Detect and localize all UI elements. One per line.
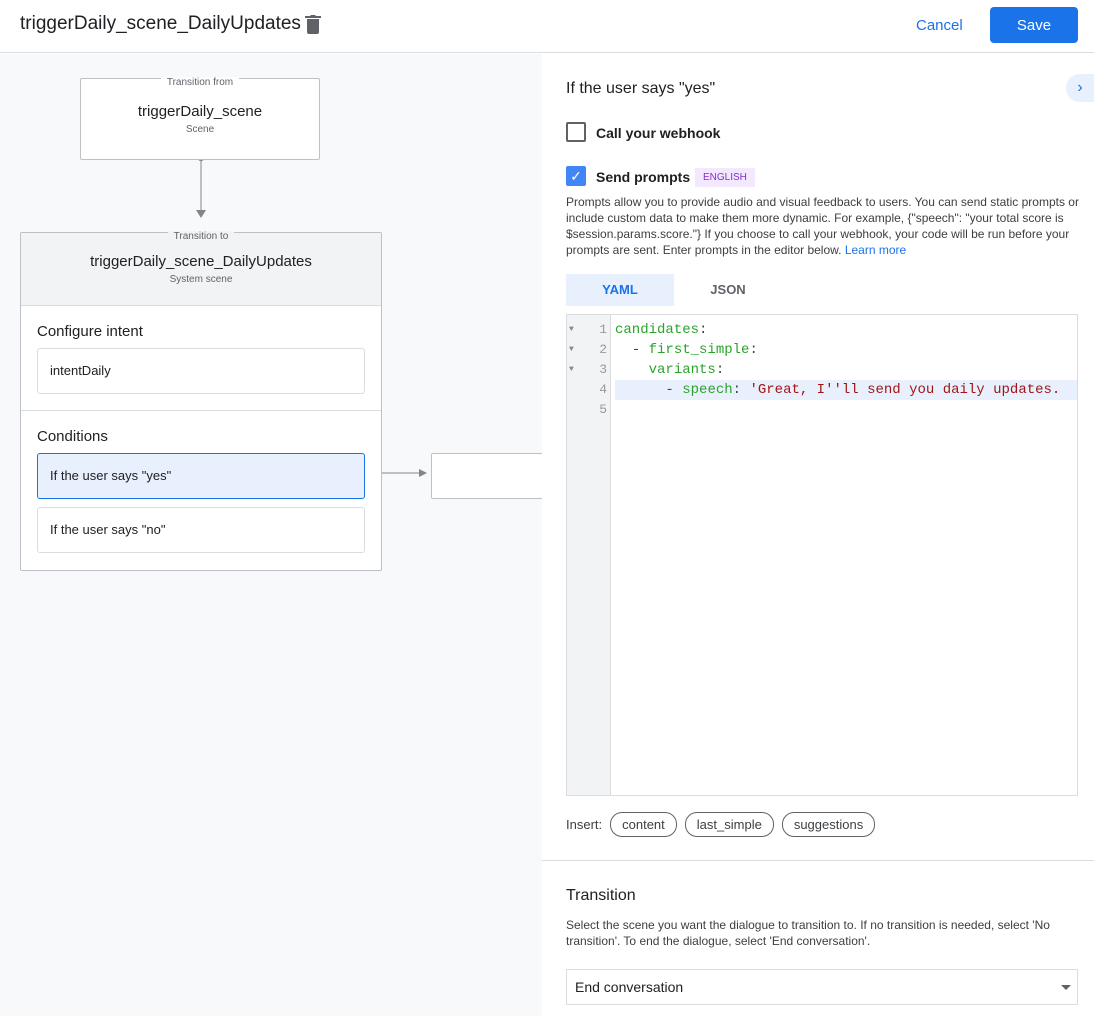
check-icon: ✓	[570, 168, 582, 184]
line-number: 2	[599, 342, 607, 357]
condition-panel: › If the user says "yes" Call your webho…	[542, 54, 1094, 1016]
prompts-description: Prompts allow you to provide audio and v…	[566, 194, 1081, 258]
condition-item-yes[interactable]: If the user says "yes"	[37, 453, 365, 499]
chevron-right-icon[interactable]: ›	[1066, 74, 1094, 102]
code-text: candidates:	[615, 322, 708, 338]
line-number: 3	[599, 362, 607, 377]
scene-title: triggerDaily_scene_DailyUpdates	[20, 13, 301, 34]
target-node[interactable]	[431, 453, 542, 499]
format-tabs: YAML JSON	[566, 274, 782, 306]
panel-heading: If the user says "yes"	[566, 80, 716, 97]
transition-heading: Transition	[566, 887, 636, 904]
insert-label: Insert:	[566, 817, 603, 832]
trash-icon[interactable]	[304, 14, 322, 34]
learn-more-link[interactable]: Learn more	[844, 243, 907, 257]
divider	[542, 860, 1094, 861]
intent-item[interactable]: intentDaily	[37, 348, 365, 394]
transition-value: End conversation	[575, 979, 684, 995]
line-number: 1	[599, 322, 607, 337]
node-name: triggerDaily_scene_DailyUpdates	[90, 253, 312, 270]
scene-canvas: Transition from triggerDaily_scene Scene…	[0, 54, 542, 1016]
transition-to-node: Transition to triggerDaily_scene_DailyUp…	[20, 231, 382, 571]
send-prompts-checkbox[interactable]: ✓	[566, 166, 586, 186]
node-name: triggerDaily_scene	[137, 103, 263, 120]
tab-json[interactable]: JSON	[710, 282, 746, 297]
code-text: - first_simple:	[631, 342, 758, 358]
transition-description: Select the scene you want the dialogue t…	[566, 918, 1050, 948]
description-text: Prompts allow you to provide audio and v…	[566, 195, 1079, 257]
fold-arrow-icon[interactable]: ▼	[569, 325, 574, 334]
node-legend: Transition from	[160, 77, 240, 88]
editor-gutter	[567, 315, 611, 795]
webhook-label: Call your webhook	[596, 125, 721, 141]
code-line: 4 - speech: 'Great, I''ll send you daily…	[567, 380, 1077, 400]
node-type: System scene	[169, 274, 233, 285]
transition-select[interactable]: End conversation	[566, 969, 1078, 1005]
dropdown-arrow-icon	[1061, 985, 1071, 990]
send-prompts-label: Send prompts	[596, 169, 691, 185]
node-legend: Transition to	[167, 231, 235, 242]
code-line: ▼ 3 variants:	[567, 360, 1077, 380]
node-type: Scene	[185, 124, 215, 135]
code-line: ▼ 1 candidates:	[567, 320, 1077, 340]
conditions-heading: Conditions	[37, 428, 108, 445]
code-editor[interactable]: ▼ 1 candidates: ▼ 2 - first_simple: ▼ 3 varian…	[566, 314, 1078, 796]
save-button[interactable]: Save	[990, 7, 1078, 43]
fold-arrow-icon[interactable]: ▼	[569, 345, 574, 354]
cancel-button[interactable]: Cancel	[904, 10, 975, 42]
tab-yaml[interactable]: YAML	[566, 274, 674, 306]
transition-from-node[interactable]: Transition from triggerDaily_scene Scene	[80, 77, 320, 160]
line-number: 4	[599, 382, 607, 397]
code-line: ▼ 2 - first_simple:	[567, 340, 1077, 360]
condition-item-no[interactable]: If the user says "no"	[37, 507, 365, 553]
insert-chip-last-simple[interactable]: last_simple	[684, 812, 774, 837]
line-number: 5	[599, 402, 607, 417]
language-badge: ENGLISH	[695, 168, 755, 187]
insert-chip-suggestions[interactable]: suggestions	[781, 812, 876, 837]
code-text: variants:	[648, 362, 725, 378]
insert-chip-content[interactable]: content	[610, 812, 677, 837]
top-bar: triggerDaily_scene_DailyUpdates Cancel S…	[0, 0, 1094, 53]
configure-intent-heading: Configure intent	[37, 323, 143, 340]
insert-bar: Insert: content last_simple suggestions	[566, 812, 876, 837]
webhook-checkbox[interactable]	[566, 122, 586, 142]
code-line: 5	[567, 400, 1077, 420]
code-text: - speech: 'Great, I''ll send you daily u…	[615, 380, 1077, 400]
fold-arrow-icon[interactable]: ▼	[569, 365, 574, 374]
